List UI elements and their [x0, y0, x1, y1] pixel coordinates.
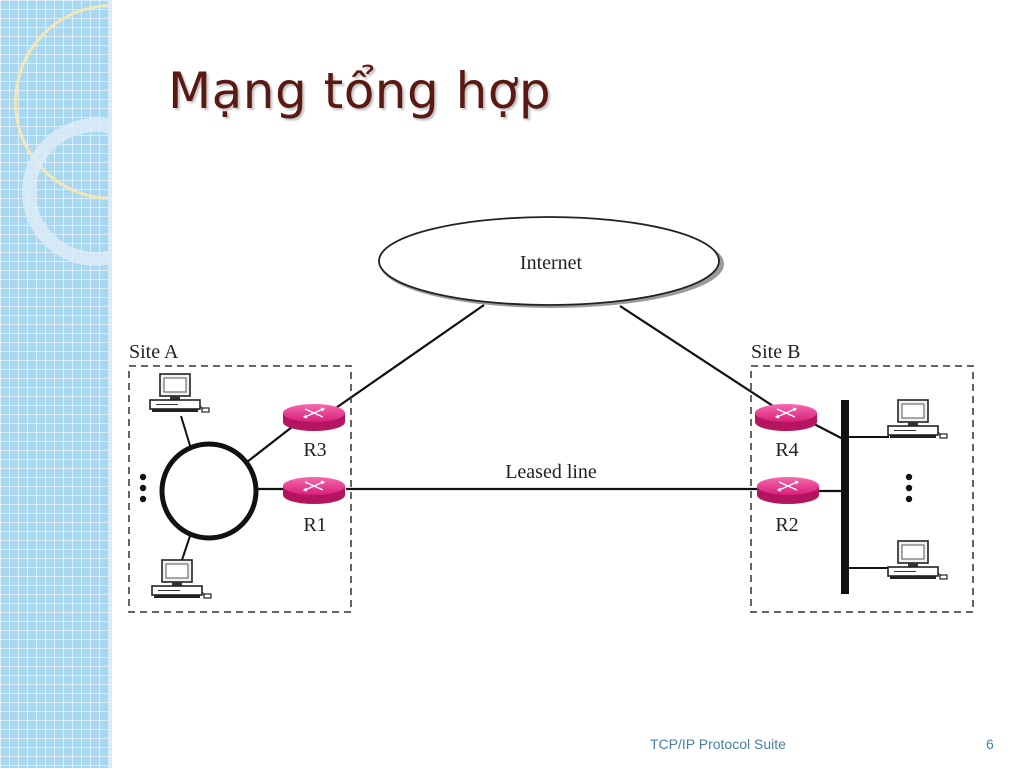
leased-line-label: Leased line [505, 461, 597, 483]
slide-number: 6 [986, 736, 994, 752]
router-icon [282, 403, 346, 432]
router-label-r4: R4 [775, 439, 798, 461]
computer-icon [887, 399, 948, 439]
site-a-label: Site A [129, 341, 179, 363]
router-icon [756, 476, 820, 505]
site-a: Site A [128, 341, 352, 613]
footer-text: TCP/IP Protocol Suite [650, 736, 786, 752]
router-label-r2: R2 [775, 514, 798, 536]
computer-icon [151, 559, 212, 599]
sidebar-edge [108, 0, 112, 768]
bus-network [841, 400, 849, 594]
router-label-r1: R1 [303, 514, 326, 536]
ellipsis-icon [905, 473, 913, 503]
router-icon [282, 476, 346, 505]
router-icon [754, 403, 818, 432]
internet-cloud: Internet [378, 216, 724, 308]
computer-icon [149, 373, 210, 413]
ring-network [159, 441, 259, 541]
site-b: Site B [750, 341, 974, 613]
link-r3-internet [332, 304, 485, 411]
slide-title: Mạng tổng hợp [168, 62, 552, 120]
computer-icon [887, 540, 948, 580]
decorative-sidebar [0, 0, 112, 768]
internet-label: Internet [520, 252, 583, 274]
router-label-r3: R3 [303, 439, 326, 461]
ellipsis-icon [139, 473, 147, 503]
link-r4-internet [619, 305, 774, 407]
site-b-label: Site B [751, 341, 800, 363]
